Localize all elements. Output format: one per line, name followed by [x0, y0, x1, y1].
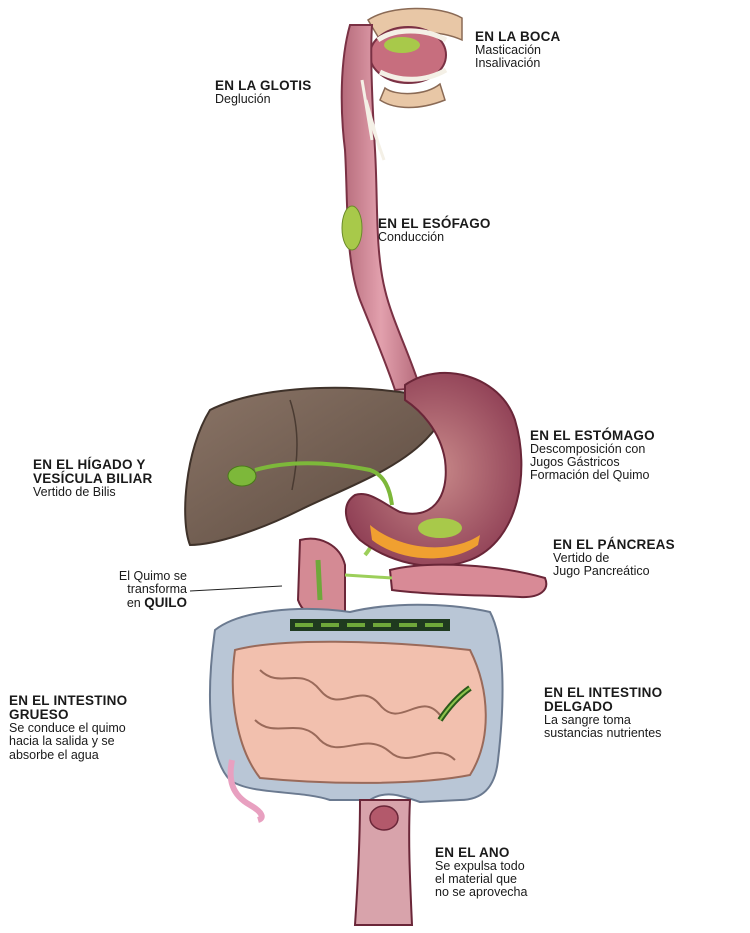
label-delgado-title2: DELGADO — [544, 700, 662, 714]
label-grueso-line2: hacia la salida y se — [9, 735, 127, 748]
label-grueso: EN EL INTESTINO GRUESO Se conduce el qui… — [9, 694, 127, 762]
label-grueso-title1: EN EL INTESTINO — [9, 694, 127, 708]
label-pancreas: EN EL PÁNCREAS Vertido de Jugo Pancreáti… — [553, 538, 675, 578]
anus-illustration — [355, 800, 412, 925]
label-higado: EN EL HÍGADO Y VESÍCULA BILIAR Vertido d… — [33, 458, 153, 499]
label-estomago-line3: Formación del Quimo — [530, 469, 655, 482]
label-delgado-line2: sustancias nutrientes — [544, 727, 662, 740]
label-estomago-title: EN EL ESTÓMAGO — [530, 429, 655, 443]
label-quilo: El Quimo se transforma en QUILO — [95, 570, 187, 610]
label-higado-title2: VESÍCULA BILIAR — [33, 472, 153, 486]
label-delgado: EN EL INTESTINO DELGADO La sangre toma s… — [544, 686, 662, 741]
label-ano-title: EN EL ANO — [435, 846, 527, 860]
mouth-illustration — [368, 8, 462, 107]
label-glotis-line1: Deglución — [215, 93, 311, 106]
label-glotis: EN LA GLOTIS Deglución — [215, 79, 311, 106]
label-boca-title: EN LA BOCA — [475, 30, 561, 44]
label-delgado-title1: EN EL INTESTINO — [544, 686, 662, 700]
quilo-leader-line — [190, 586, 282, 591]
label-boca: EN LA BOCA Masticación Insalivación — [475, 30, 561, 70]
label-higado-title1: EN EL HÍGADO Y — [33, 458, 153, 472]
small-intestine-illustration — [233, 642, 486, 783]
label-quilo-highlight: QUILO — [144, 595, 187, 610]
label-higado-line1: Vertido de Bilis — [33, 486, 153, 499]
label-ano: EN EL ANO Se expulsa todo el material qu… — [435, 846, 527, 900]
label-pancreas-title: EN EL PÁNCREAS — [553, 538, 675, 552]
label-estomago: EN EL ESTÓMAGO Descomposición con Jugos … — [530, 429, 655, 483]
label-grueso-line3: absorbe el agua — [9, 749, 127, 762]
label-quilo-prefix: en — [127, 596, 141, 610]
label-esofago: EN EL ESÓFAGO Conducción — [378, 217, 491, 244]
label-ano-line3: no se aprovecha — [435, 886, 527, 899]
label-esofago-line1: Conducción — [378, 231, 491, 244]
label-glotis-title: EN LA GLOTIS — [215, 79, 311, 93]
label-boca-line2: Insalivación — [475, 57, 561, 70]
label-pancreas-line2: Jugo Pancreático — [553, 565, 675, 578]
label-grueso-title2: GRUESO — [9, 708, 127, 722]
label-esofago-title: EN EL ESÓFAGO — [378, 217, 491, 231]
